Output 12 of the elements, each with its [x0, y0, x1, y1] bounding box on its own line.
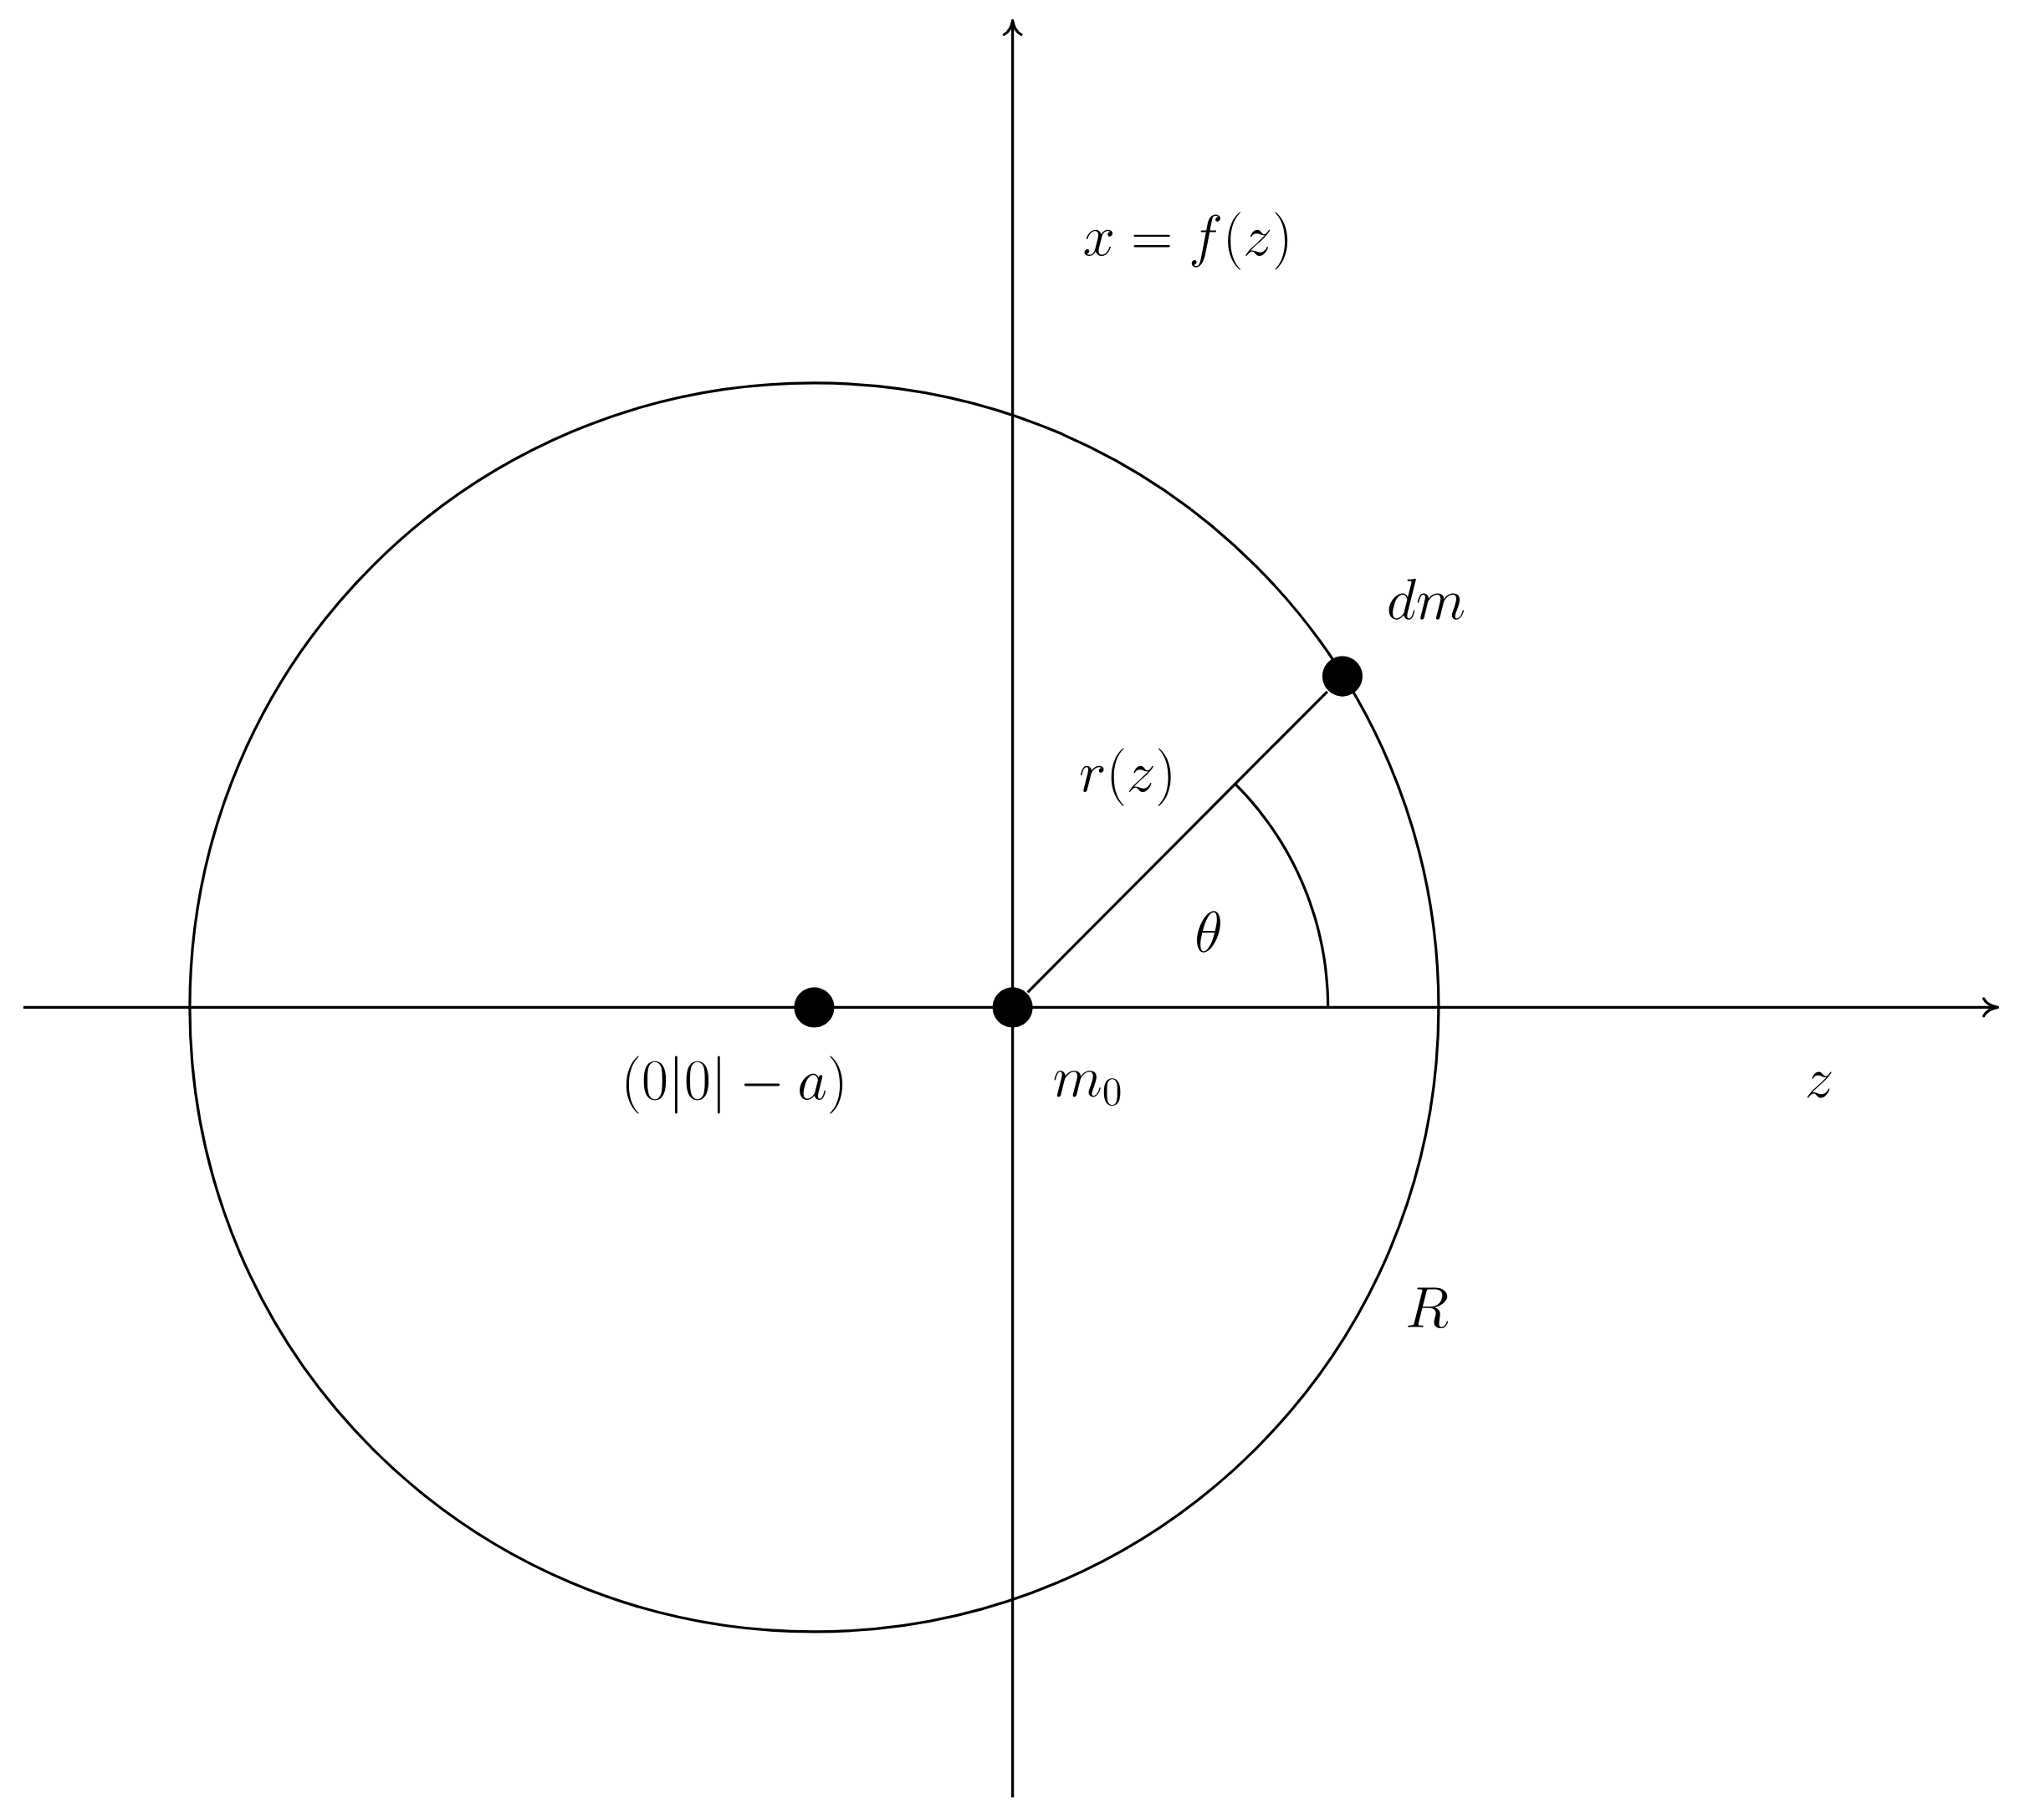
point-label: $R$	[1408, 1287, 1449, 1329]
point-label: $m_0$	[1054, 1071, 1121, 1107]
axis-label: $x = f(z)$	[1084, 212, 1288, 270]
point-dot	[1322, 656, 1363, 697]
radius-line	[1026, 690, 1328, 994]
point-label: $dm$	[1388, 579, 1465, 620]
angle-label: $\theta$	[1197, 911, 1220, 953]
point-label: $(0|0|-a)$	[626, 1056, 843, 1114]
edge-label: $r(z)$	[1076, 744, 1179, 810]
point-dot	[992, 987, 1033, 1028]
axis-label: $z$	[1807, 1071, 1832, 1098]
point-dot	[794, 987, 835, 1028]
